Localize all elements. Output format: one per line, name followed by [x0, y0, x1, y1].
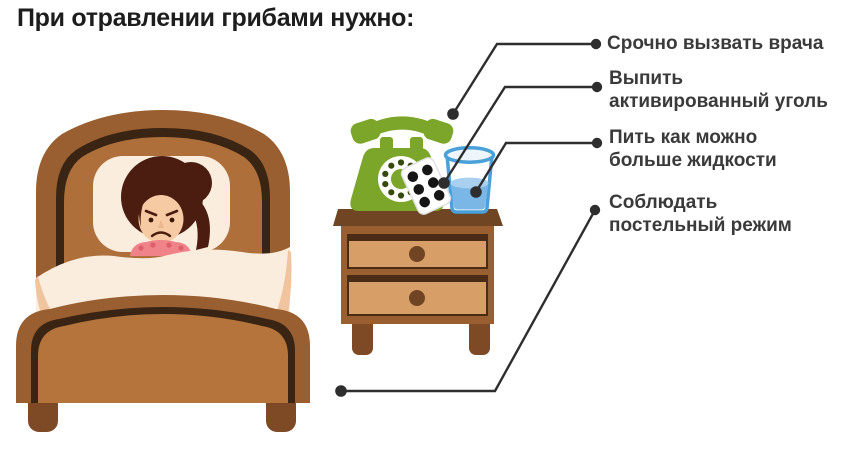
pill-blister-icon	[400, 157, 452, 215]
callout-line-text: активированный уголь	[609, 90, 828, 112]
bed-with-patient-icon	[16, 110, 310, 432]
drawer-top	[347, 234, 488, 269]
callout-bed-rest: Соблюдать постельный режим	[609, 192, 792, 237]
callout-line-text: Пить как можно	[609, 127, 758, 148]
callout-drink-fluids: Пить как можно больше жидкости	[609, 127, 777, 172]
callout-line-text: Соблюдать	[609, 192, 718, 213]
leader-line-bed-rest	[335, 204, 601, 397]
callout-line-text: больше жидкости	[609, 149, 777, 171]
callout-line-text: Выпить	[609, 68, 684, 89]
patient	[121, 156, 212, 256]
nightstand-icon	[333, 209, 503, 355]
face	[138, 195, 184, 243]
footboard	[16, 295, 310, 403]
callout-line-text: постельный режим	[609, 214, 792, 236]
leader-line-activated-charcoal	[438, 81, 603, 189]
leader-line-call-doctor	[447, 38, 602, 120]
callout-line-text: Срочно вызвать врача	[607, 33, 824, 54]
phone-handset	[350, 116, 454, 144]
drawer-bottom	[347, 275, 488, 316]
page-title: При отравлении грибами нужно:	[17, 4, 415, 32]
drawer-knob	[409, 246, 425, 262]
callout-activated-charcoal: Выпить активированный уголь	[609, 68, 828, 113]
callout-call-doctor: Срочно вызвать врача	[607, 33, 823, 56]
leader-line-drink-fluids	[470, 137, 603, 198]
pajama-collar	[130, 240, 192, 256]
water-glass-icon	[443, 146, 496, 214]
sad-mouth	[150, 231, 172, 238]
drawer-knob	[409, 290, 425, 306]
